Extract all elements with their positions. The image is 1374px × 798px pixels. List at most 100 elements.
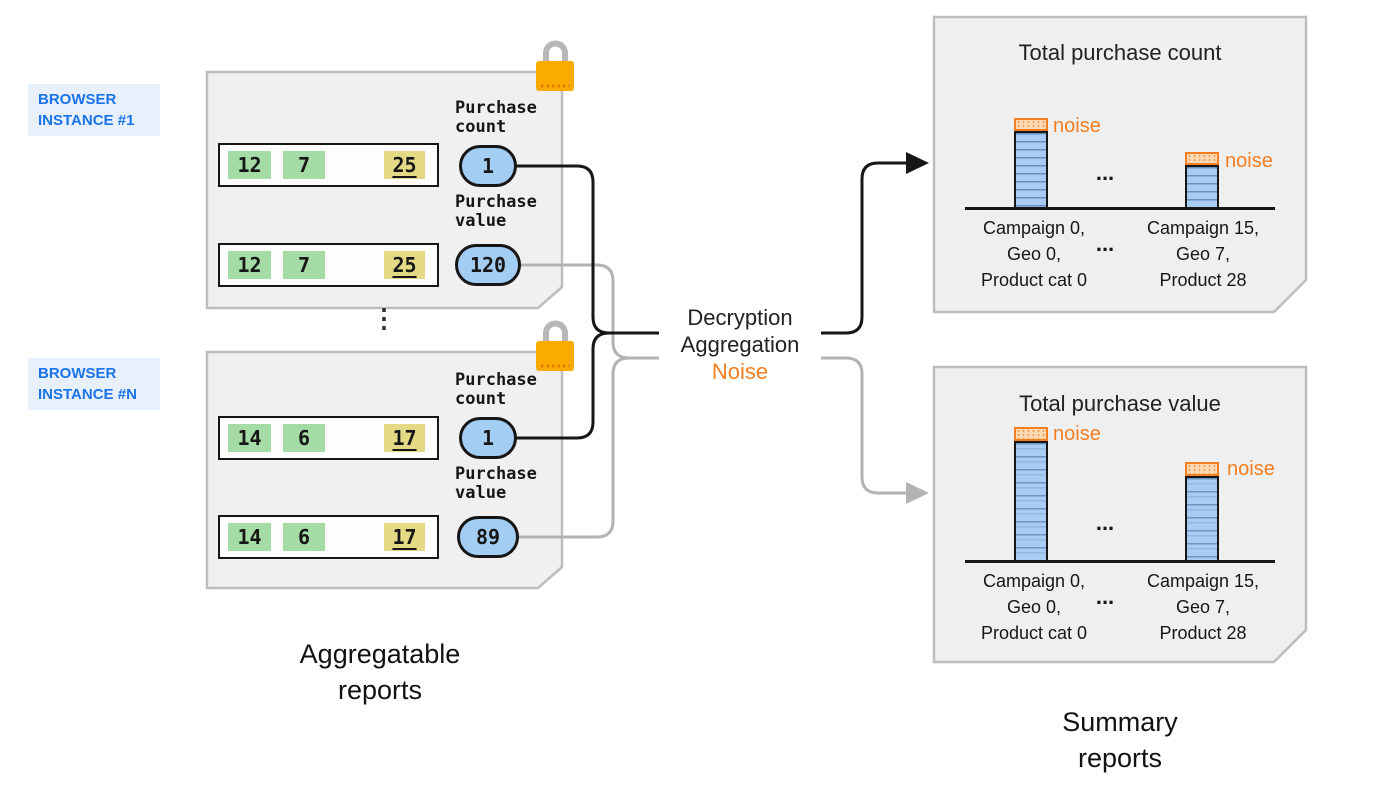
chart-title-value: Total purchase value bbox=[1019, 391, 1221, 416]
bucket-cell: 7 bbox=[283, 151, 325, 179]
more-reports-ellipsis: ⋮ bbox=[371, 303, 397, 333]
value-flow-connectors bbox=[518, 263, 906, 539]
aggregatable-reports-caption: Aggregatable reports bbox=[270, 636, 490, 708]
connector-value-n bbox=[518, 356, 630, 539]
caption-line: reports bbox=[1077, 743, 1163, 773]
noise-cap bbox=[1014, 118, 1048, 131]
purchase-value-value: 89 bbox=[457, 516, 519, 558]
x-tick-label: Campaign 15, Geo 7, Product 28 bbox=[1117, 215, 1289, 293]
purchase-count-label: Purchase count bbox=[455, 371, 537, 409]
connector-count-out bbox=[821, 161, 906, 335]
x-tick-label: Campaign 15, Geo 7, Product 28 bbox=[1117, 568, 1289, 646]
bucket-cell: 7 bbox=[283, 251, 325, 279]
noise-cap bbox=[1185, 152, 1219, 165]
noise-label: noise bbox=[1227, 458, 1275, 480]
label-line: count bbox=[455, 389, 507, 409]
more-categories-dots: ... bbox=[1095, 231, 1115, 256]
bucket-cell-highlight: 17 bbox=[384, 523, 425, 551]
purchase-value-label: Purchase value bbox=[455, 193, 537, 231]
noise-label: noise bbox=[1225, 150, 1273, 172]
bucket-cell: 14 bbox=[228, 523, 271, 551]
x-axis bbox=[965, 207, 1275, 210]
caption-line: Aggregatable bbox=[299, 639, 461, 669]
x-tick-line: Campaign 15, bbox=[1146, 571, 1260, 591]
purchase-count-label: Purchase count bbox=[455, 99, 537, 137]
label-line: Purchase bbox=[455, 370, 537, 390]
connector-value-out bbox=[821, 356, 906, 495]
lock-icon bbox=[536, 320, 574, 371]
label-line: Purchase bbox=[455, 464, 537, 484]
bucket-cell-highlight: 17 bbox=[384, 424, 425, 452]
more-bars-dots: ... bbox=[1095, 160, 1115, 185]
caption-line: reports bbox=[337, 675, 423, 705]
x-tick-label: Campaign 0, Geo 0, Product cat 0 bbox=[948, 215, 1120, 293]
lock-shackle bbox=[543, 40, 568, 63]
process-steps: Decryption Aggregation Noise bbox=[654, 304, 826, 385]
lock-body bbox=[536, 61, 574, 91]
x-tick-line: Geo 0, bbox=[1006, 597, 1062, 617]
purchase-count-value: 1 bbox=[459, 145, 517, 187]
connector-value-1 bbox=[518, 263, 659, 360]
caption-line: Summary bbox=[1062, 707, 1178, 737]
browser-instance-n-badge: BROWSER INSTANCE #N bbox=[28, 358, 160, 410]
process-step-decryption: Decryption bbox=[687, 305, 793, 330]
bar-campaign0-count bbox=[1014, 131, 1048, 209]
purchase-value-value: 120 bbox=[455, 244, 521, 286]
summary-reports-caption: Summary reports bbox=[1010, 704, 1230, 776]
arrowhead-gray-icon bbox=[906, 482, 929, 504]
lock-body bbox=[536, 341, 574, 371]
noise-cap bbox=[1014, 427, 1048, 441]
process-step-aggregation: Aggregation bbox=[680, 332, 800, 357]
label-line: value bbox=[455, 483, 507, 503]
noise-label: noise bbox=[1053, 115, 1101, 137]
purchase-count-value: 1 bbox=[459, 417, 517, 459]
summary-report-sheet-count bbox=[932, 15, 1308, 314]
label-line: Purchase bbox=[455, 98, 537, 118]
bucket-cell: 12 bbox=[228, 151, 271, 179]
x-tick-line: Campaign 0, bbox=[982, 218, 1086, 238]
badge-line: INSTANCE #1 bbox=[38, 112, 135, 129]
label-line: value bbox=[455, 211, 507, 231]
lock-shackle bbox=[543, 320, 568, 343]
aggregation-key-row: 14 6 17 bbox=[218, 515, 439, 559]
bucket-cell: 6 bbox=[283, 523, 325, 551]
label-line: Purchase bbox=[455, 192, 537, 212]
aggregation-key-row: 12 7 25 bbox=[218, 243, 439, 287]
process-step-noise: Noise bbox=[711, 359, 769, 384]
x-tick-line: Product 28 bbox=[1159, 623, 1247, 643]
bucket-cell-highlight: 25 bbox=[384, 251, 425, 279]
count-flow-connectors bbox=[516, 161, 906, 440]
chart-title-count: Total purchase count bbox=[1018, 40, 1222, 65]
bucket-cell: 12 bbox=[228, 251, 271, 279]
badge-line: BROWSER bbox=[38, 91, 117, 108]
bar-campaign15-count bbox=[1185, 165, 1219, 209]
bar-campaign15-value bbox=[1185, 476, 1219, 562]
bucket-cell-highlight: 25 bbox=[384, 151, 425, 179]
bucket-cell: 6 bbox=[283, 424, 325, 452]
aggregation-key-row: 14 6 17 bbox=[218, 416, 439, 460]
connector-count-1 bbox=[516, 164, 659, 335]
connector-count-n bbox=[516, 331, 610, 440]
x-axis bbox=[965, 560, 1275, 563]
noise-label: noise bbox=[1053, 423, 1101, 445]
x-tick-label: Campaign 0, Geo 0, Product cat 0 bbox=[948, 568, 1120, 646]
arrowhead-black-icon bbox=[906, 152, 929, 174]
noise-cap bbox=[1185, 462, 1219, 476]
x-tick-line: Product cat 0 bbox=[980, 623, 1088, 643]
badge-line: INSTANCE #N bbox=[38, 386, 137, 403]
x-tick-line: Product cat 0 bbox=[980, 270, 1088, 290]
x-tick-line: Campaign 15, bbox=[1146, 218, 1260, 238]
purchase-value-label: Purchase value bbox=[455, 465, 537, 503]
bucket-cell: 14 bbox=[228, 424, 271, 452]
more-bars-dots: ... bbox=[1095, 510, 1115, 535]
x-tick-line: Geo 0, bbox=[1006, 244, 1062, 264]
label-line: count bbox=[455, 117, 507, 137]
aggregation-key-row: 12 7 25 bbox=[218, 143, 439, 187]
more-categories-dots: ... bbox=[1095, 584, 1115, 609]
badge-line: BROWSER bbox=[38, 365, 117, 382]
browser-instance-1-badge: BROWSER INSTANCE #1 bbox=[28, 84, 160, 136]
x-tick-line: Geo 7, bbox=[1175, 244, 1231, 264]
x-tick-line: Campaign 0, bbox=[982, 571, 1086, 591]
x-tick-line: Product 28 bbox=[1159, 270, 1247, 290]
